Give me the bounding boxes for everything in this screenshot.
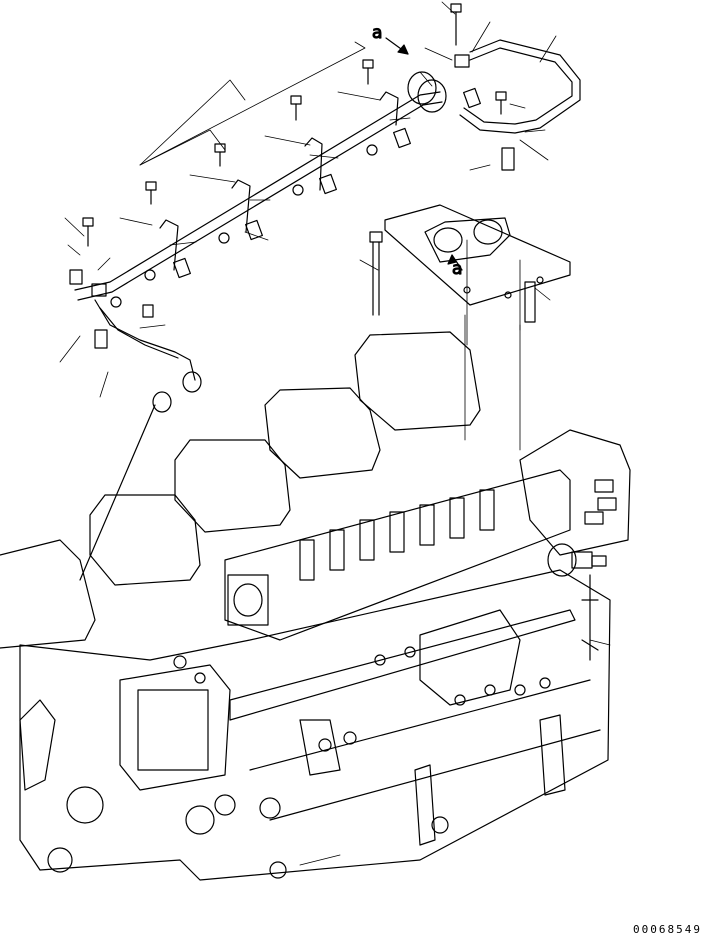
document-number: 00068549: [633, 923, 702, 936]
pressure-sensor-icon: [547, 543, 607, 661]
heat-shield-plate: [384, 204, 571, 306]
bolt-icon: [145, 181, 157, 205]
bolt-icon: [450, 3, 462, 46]
engine-block: [19, 569, 611, 881]
callout-a-top: a: [372, 23, 382, 43]
block-holes: [47, 646, 551, 879]
wiring-harness: [69, 3, 581, 581]
port-row: [299, 489, 495, 581]
leader-lines: [59, 1, 611, 866]
bolt-icon: [214, 143, 226, 167]
bolt-icon: [495, 91, 507, 115]
exhaust-manifold: [224, 429, 631, 641]
bolt-icon: [290, 95, 302, 121]
callout-a-plate: a: [452, 259, 462, 279]
stud-icon: [524, 281, 536, 323]
bolt-group-brackets: [139, 41, 366, 166]
cylinder-head-covers: [0, 331, 481, 649]
long-bolt-icon: [369, 231, 383, 316]
bolt-icon: [362, 59, 374, 85]
bolt-icon: [82, 217, 94, 247]
